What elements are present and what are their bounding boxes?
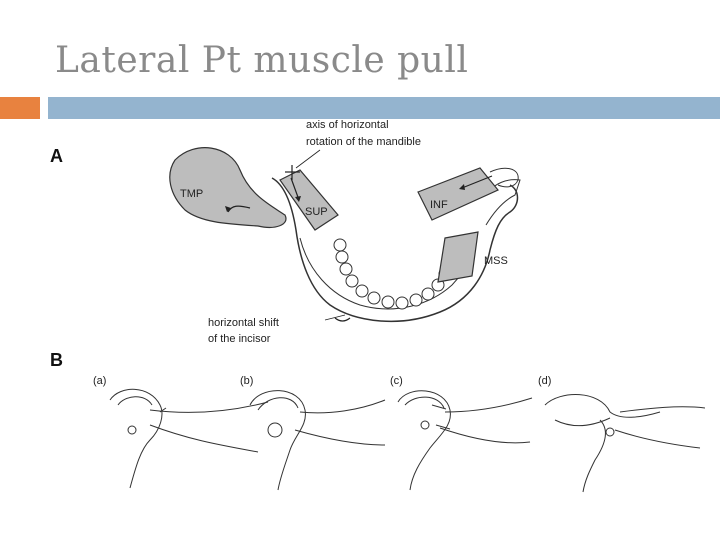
muscle-label-tmp: TMP bbox=[180, 188, 203, 200]
subpanel-label-a: (a) bbox=[93, 375, 106, 387]
mandible-diagram: A TMP SUP bbox=[50, 119, 705, 493]
muscle-label-mss: MSS bbox=[484, 255, 508, 267]
shift-arrow bbox=[334, 317, 351, 322]
panel-b-letter: B bbox=[50, 350, 63, 370]
axis-leader-line bbox=[295, 149, 321, 169]
subpanel-d bbox=[544, 394, 705, 493]
panel-a-letter: A bbox=[50, 146, 63, 166]
slide-title: Lateral Pt muscle pull bbox=[55, 40, 469, 81]
muscle-label-sup: SUP bbox=[305, 206, 328, 218]
sup-arrow-head bbox=[295, 196, 301, 202]
axis-label-line2: rotation of the mandible bbox=[306, 136, 421, 148]
title-accent-bar bbox=[0, 97, 40, 119]
subpanel-a bbox=[109, 388, 269, 489]
inf-muscle bbox=[417, 167, 499, 221]
sup-muscle bbox=[279, 169, 339, 231]
sup-arrow bbox=[290, 177, 300, 201]
tmp-arrow-head bbox=[225, 206, 231, 212]
muscle-label-inf: INF bbox=[430, 199, 448, 211]
shift-label-line2: of the incisor bbox=[208, 333, 271, 345]
subpanel-b bbox=[249, 390, 386, 491]
subpanel-label-c: (c) bbox=[390, 375, 403, 387]
ramus-right bbox=[485, 179, 521, 226]
subpanel-label-d: (d) bbox=[538, 375, 551, 387]
axis-label-line1: axis of horizontal bbox=[306, 119, 389, 131]
shift-label-line1: horizontal shift bbox=[208, 317, 279, 329]
condyle-right bbox=[489, 167, 519, 188]
inf-arrow bbox=[461, 175, 493, 189]
title-rule-bar bbox=[48, 97, 720, 119]
shift-leader-line bbox=[324, 314, 346, 321]
mandible-outline bbox=[271, 177, 519, 323]
tmp-arrow bbox=[227, 205, 251, 213]
inf-arrow-head bbox=[459, 184, 465, 190]
subpanel-label-b: (b) bbox=[240, 375, 253, 387]
mss-muscle bbox=[437, 231, 479, 283]
tmp-muscle bbox=[169, 147, 287, 228]
subpanel-c bbox=[397, 390, 533, 491]
